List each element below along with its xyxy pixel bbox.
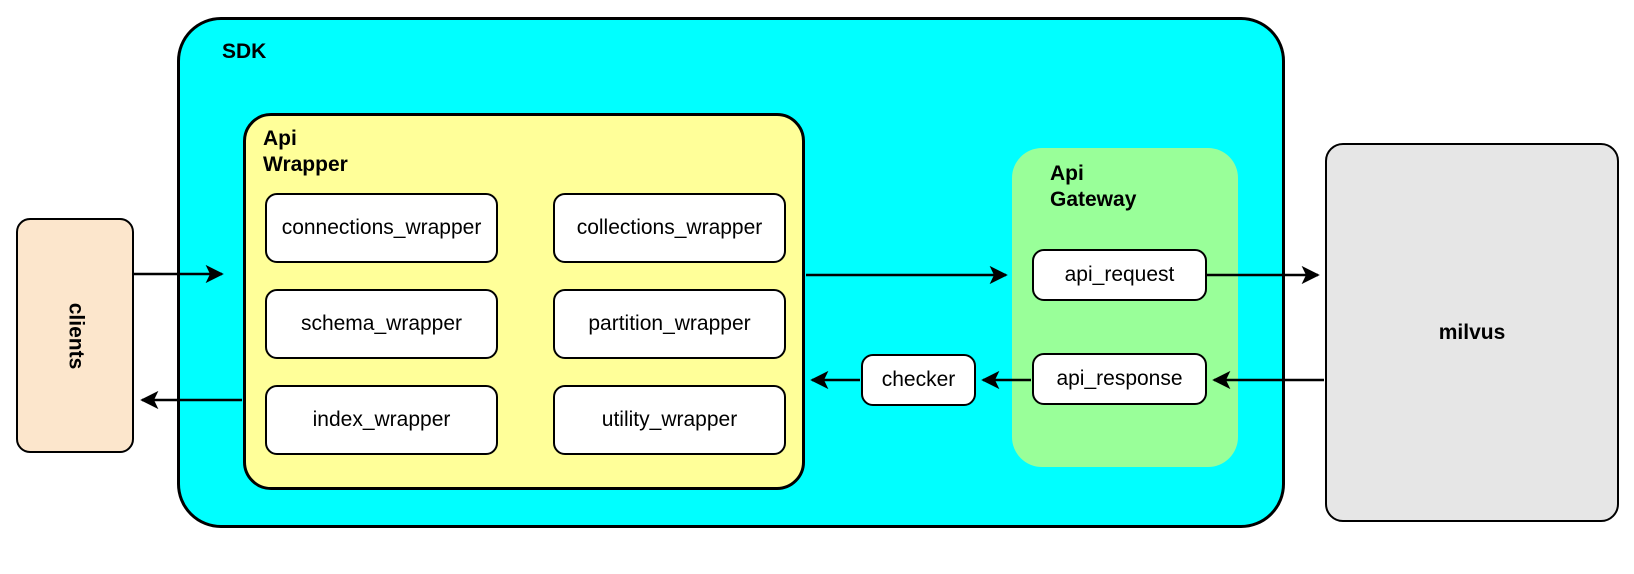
sdk-container-label: SDK xyxy=(222,40,267,63)
module-label: api_request xyxy=(1064,263,1175,286)
module-index-wrapper[interactable]: index_wrapper xyxy=(265,385,498,455)
module-api-request[interactable]: api_request xyxy=(1032,249,1207,301)
module-label: partition_wrapper xyxy=(588,312,751,335)
module-schema-wrapper[interactable]: schema_wrapper xyxy=(265,289,498,359)
actor-milvus-label: milvus xyxy=(1438,320,1506,344)
module-collections-wrapper[interactable]: collections_wrapper xyxy=(553,193,786,263)
module-api-response[interactable]: api_response xyxy=(1032,353,1207,405)
module-utility-wrapper[interactable]: utility_wrapper xyxy=(553,385,786,455)
module-label: utility_wrapper xyxy=(601,408,738,431)
api-gateway-container-label: Api Gateway xyxy=(1050,162,1137,212)
module-label: api_response xyxy=(1056,367,1183,390)
module-label: collections_wrapper xyxy=(576,216,763,239)
actor-clients[interactable]: clients xyxy=(16,218,134,453)
module-label: connections_wrapper xyxy=(281,216,482,239)
module-checker[interactable]: checker xyxy=(861,354,976,406)
api-gateway-container[interactable]: Api Gateway xyxy=(1012,148,1238,467)
actor-clients-label: clients xyxy=(64,302,87,369)
module-label: schema_wrapper xyxy=(300,312,463,335)
module-connections-wrapper[interactable]: connections_wrapper xyxy=(265,193,498,263)
module-label: checker xyxy=(881,368,956,391)
api-wrapper-container-label: Api Wrapper xyxy=(263,127,348,177)
module-partition-wrapper[interactable]: partition_wrapper xyxy=(553,289,786,359)
module-label: index_wrapper xyxy=(312,408,451,431)
actor-milvus[interactable]: milvus xyxy=(1325,143,1619,522)
